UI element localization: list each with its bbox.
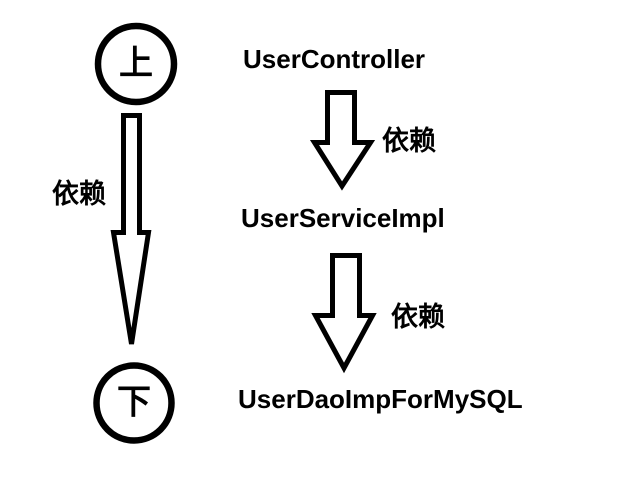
top-circle-node (94, 22, 178, 106)
bottom-circle-node (93, 362, 175, 444)
class-name-userserviceimpl: UserServiceImpl (241, 203, 445, 233)
left-dependency-arrow (110, 113, 152, 345)
top-node-label: 上 (119, 44, 153, 83)
left-arrow-dependency-label: 依赖 (52, 179, 106, 209)
right-dependency-arrow-1 (309, 90, 376, 191)
right-arrow-1-dependency-label: 依赖 (382, 126, 436, 156)
right-dependency-arrow-2 (311, 253, 377, 374)
class-name-usercontroller: UserController (243, 44, 426, 74)
bottom-node-label: 下 (117, 383, 151, 422)
class-name-userdaoimpformysql: UserDaoImpForMySQL (238, 384, 523, 414)
right-arrow-2-dependency-label: 依赖 (391, 302, 445, 332)
